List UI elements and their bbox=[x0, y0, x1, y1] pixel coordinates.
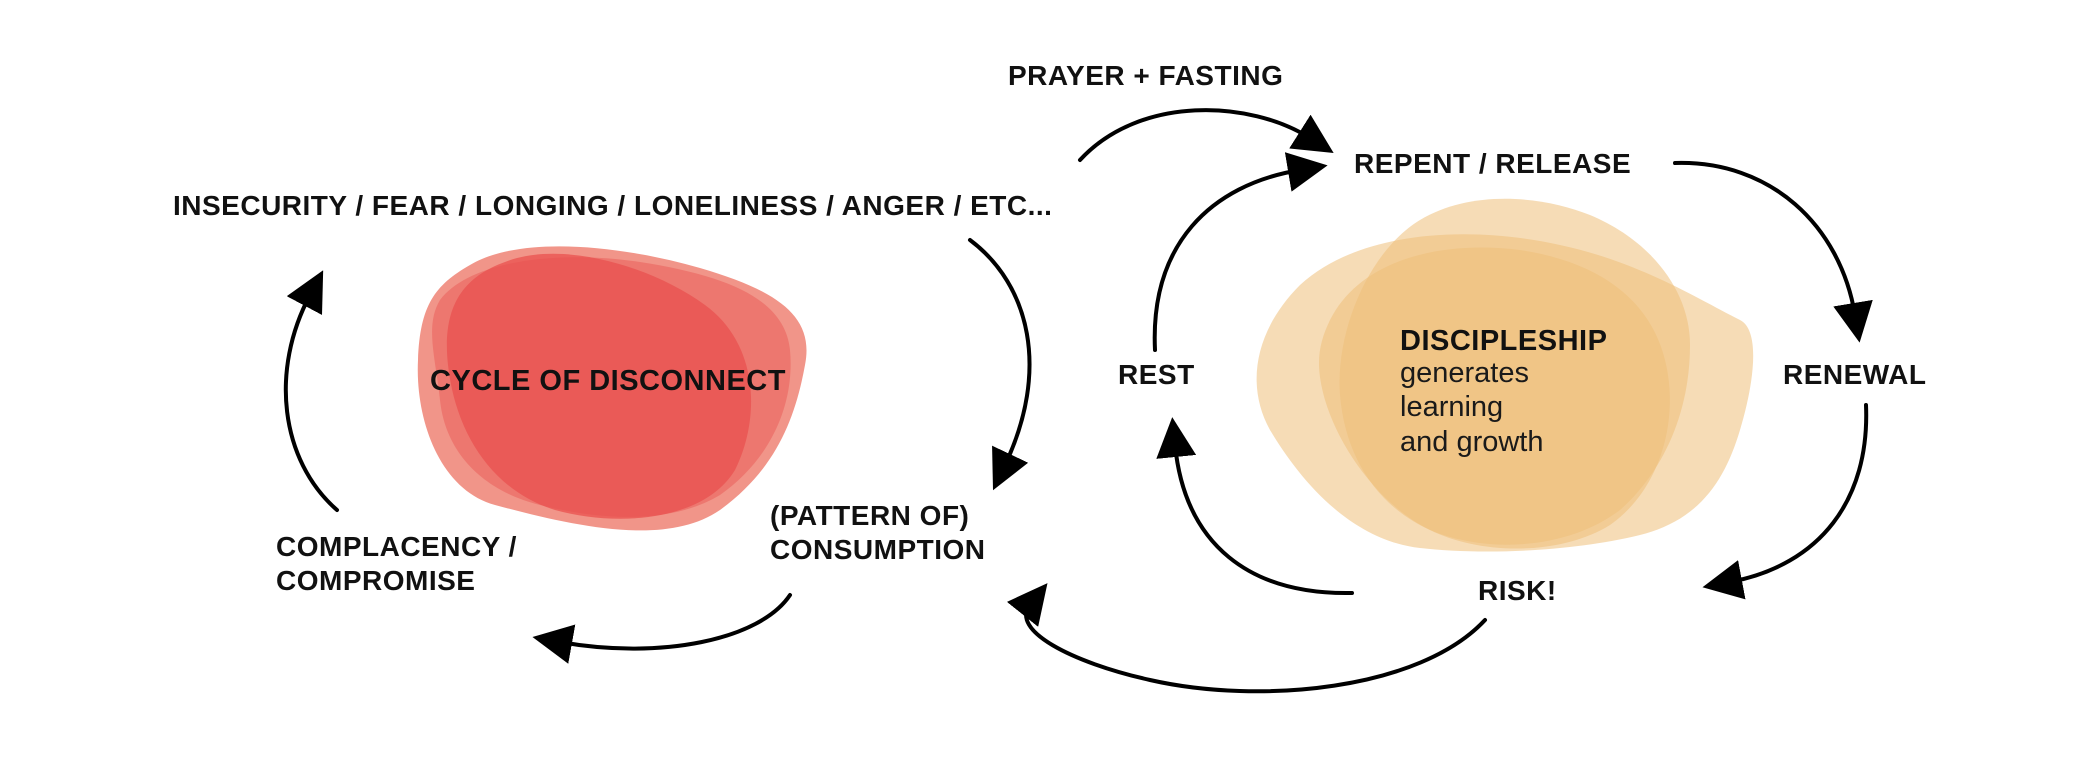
discipleship-sub-line1: generates bbox=[1400, 357, 1529, 389]
arrow-prayer-to-repent bbox=[1078, 108, 1334, 162]
discipleship-sub-line3: and growth bbox=[1400, 426, 1544, 458]
arrow-repent-to-renewal bbox=[1673, 160, 1873, 343]
disconnect-center-label: CYCLE OF DISCONNECT bbox=[430, 365, 786, 397]
discipleship-blob bbox=[1256, 198, 1754, 552]
discipleship-blob-front bbox=[1339, 198, 1690, 545]
risk-label: RISK! bbox=[1478, 575, 1557, 606]
prayer-fasting-label: PRAYER + FASTING bbox=[1008, 60, 1283, 91]
renewal-label: RENEWAL bbox=[1783, 359, 1927, 390]
arrow-risk-to-consumption bbox=[1006, 583, 1487, 694]
arrow-rest-to-repent bbox=[1152, 152, 1328, 352]
disconnect-blob-mid bbox=[446, 253, 752, 519]
arrow-consumption-to-complacency bbox=[532, 593, 792, 664]
arrow-renewal-to-risk bbox=[1702, 403, 1869, 600]
discipleship-sub-line2: learning bbox=[1400, 391, 1503, 423]
repent-release-label: REPENT / RELEASE bbox=[1354, 148, 1631, 179]
disconnect-blob-inner bbox=[432, 257, 791, 517]
disconnect-blob bbox=[417, 246, 807, 531]
arrow-complacency-to-feelings bbox=[283, 270, 339, 512]
arrow-risk-to-rest bbox=[1156, 417, 1354, 596]
arrows bbox=[283, 108, 1873, 694]
complacency-label-line2: COMPROMISE bbox=[276, 565, 475, 596]
consumption-label-line1: (PATTERN OF) bbox=[770, 500, 969, 531]
feelings-label: INSECURITY / FEAR / LONGING / LONELINESS… bbox=[173, 190, 1052, 221]
consumption-label-line2: CONSUMPTION bbox=[770, 534, 986, 565]
arrow-feelings-to-consumption bbox=[968, 238, 1032, 491]
rest-label: REST bbox=[1118, 359, 1195, 390]
discipleship-title: DISCIPLESHIP bbox=[1400, 325, 1607, 357]
complacency-label-line1: COMPLACENCY / bbox=[276, 531, 517, 562]
